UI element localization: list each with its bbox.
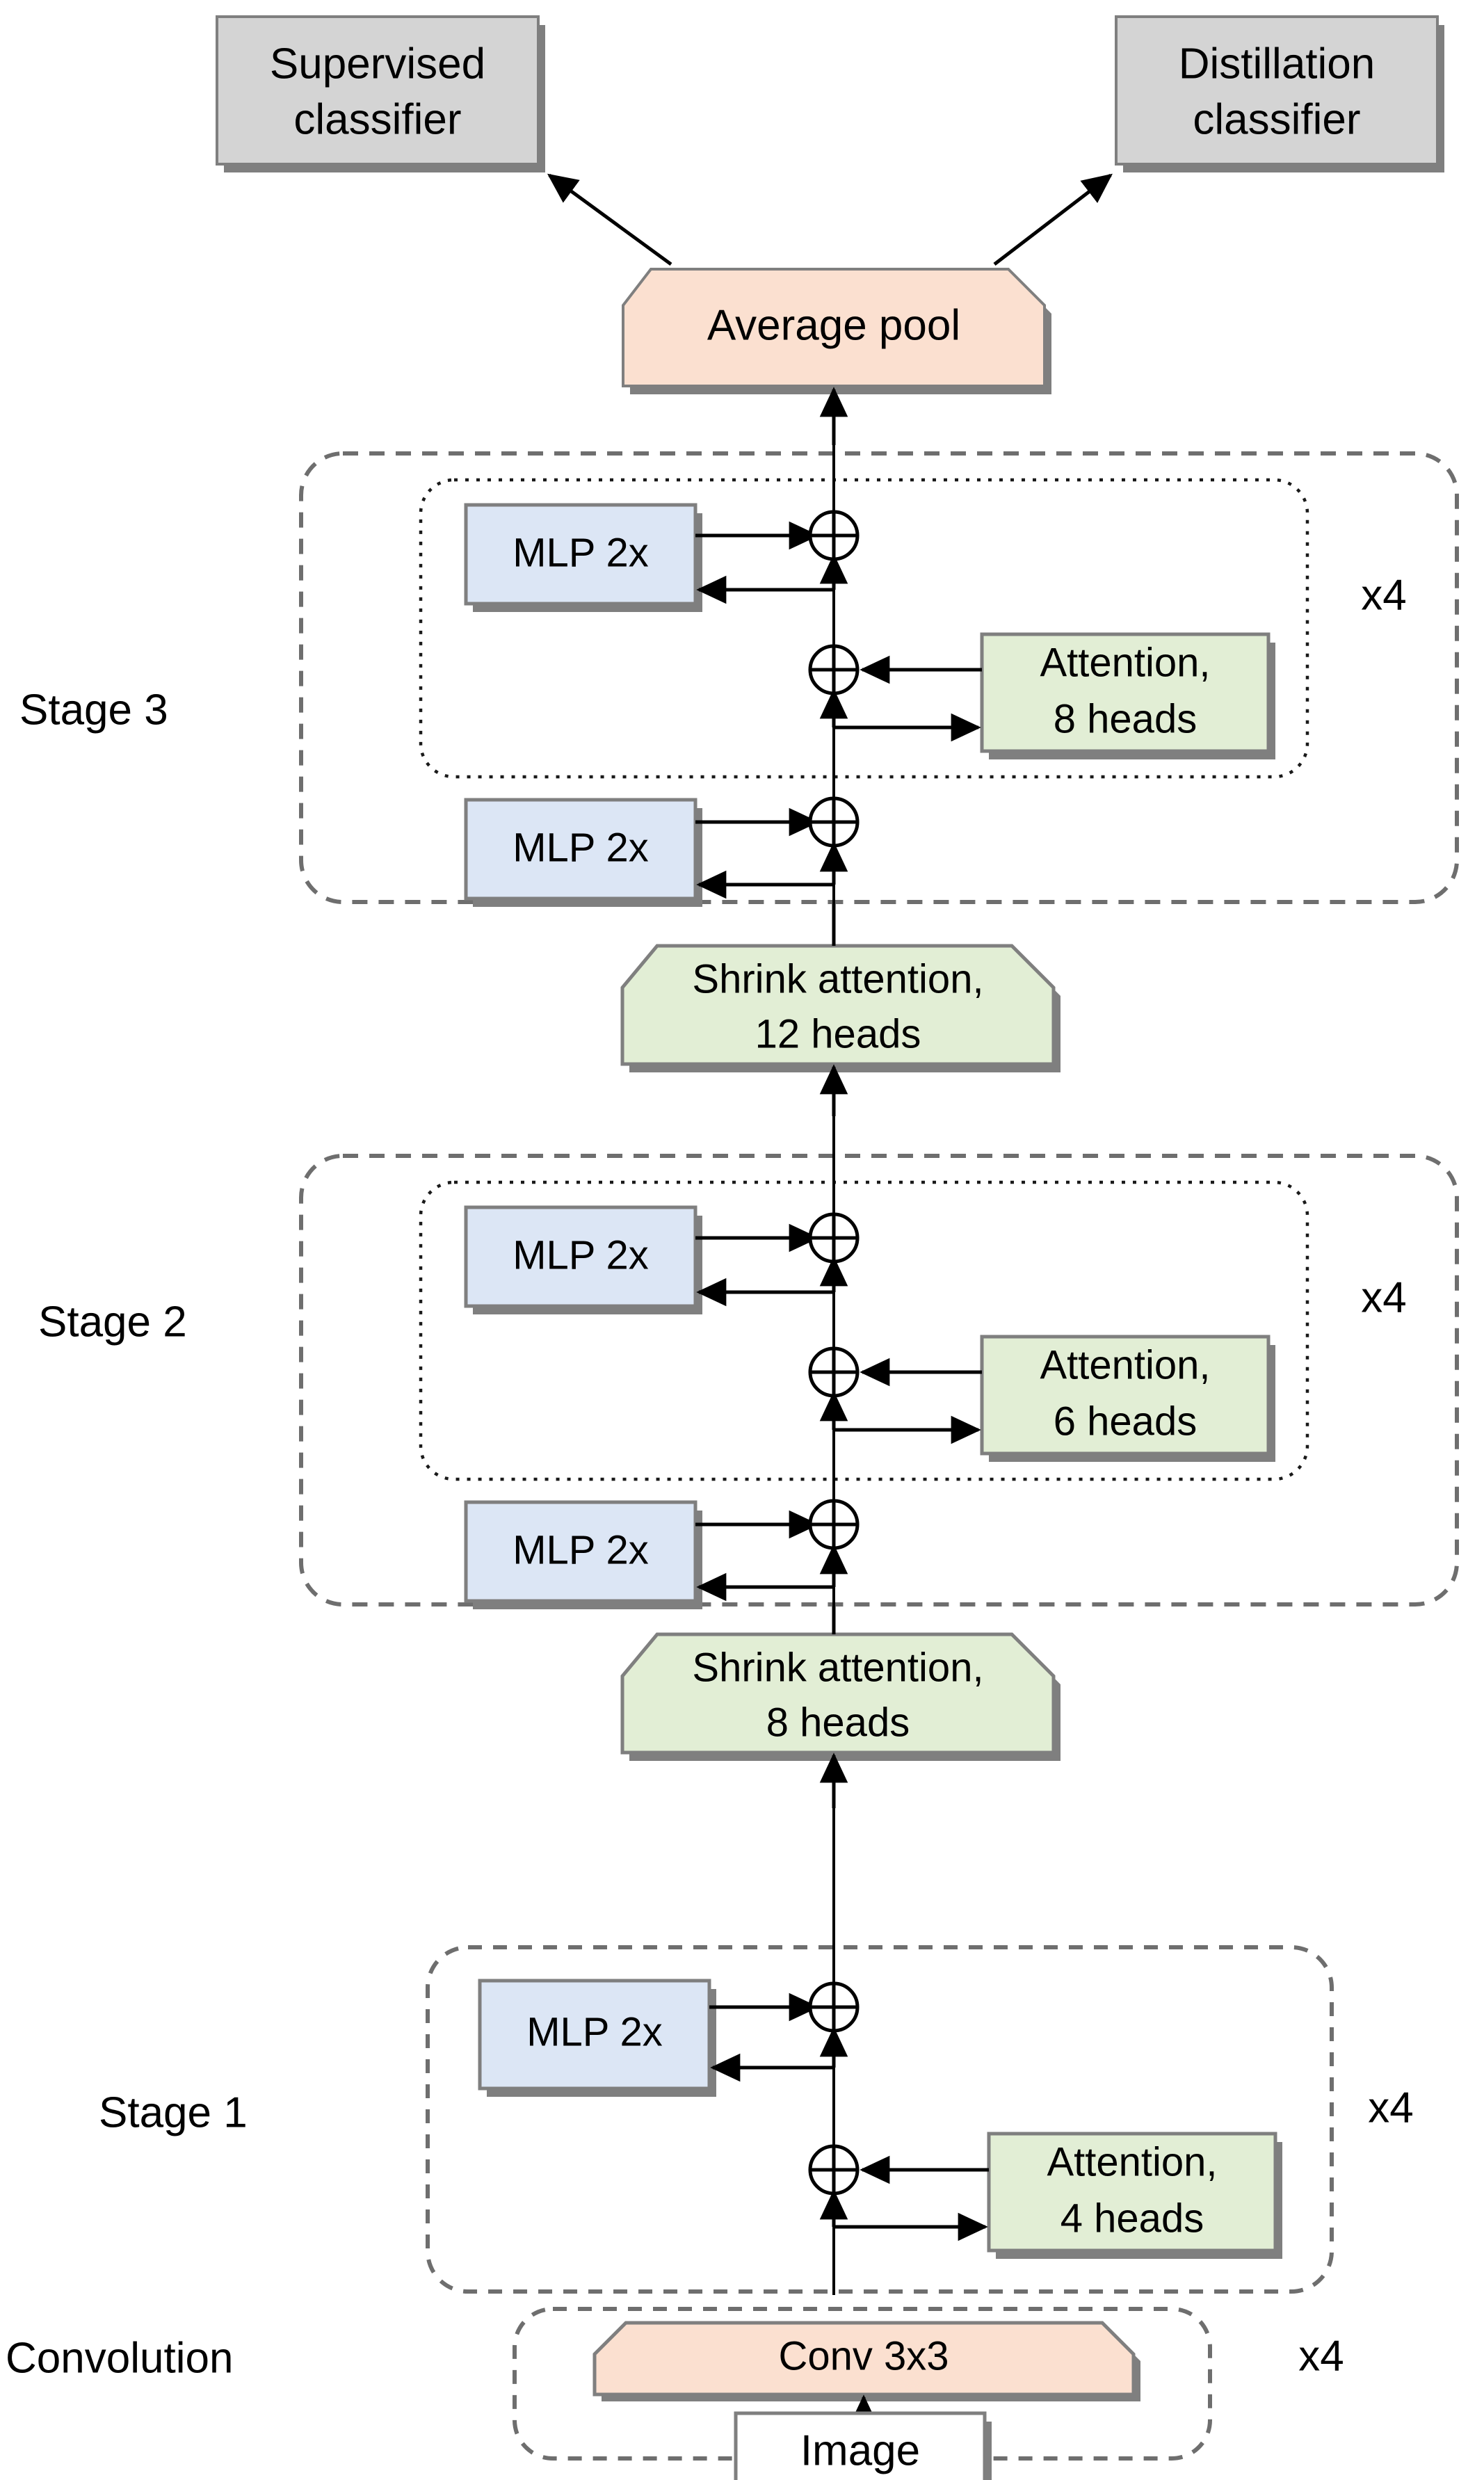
stage-1-mlp-label: MLP 2x — [526, 2009, 663, 2054]
shrink-attention-8-line2: 8 heads — [766, 1700, 910, 1745]
stage-2-attention-line1: Attention, — [1040, 1342, 1210, 1387]
stage-1-attention: Attention, 4 heads — [987, 2132, 1282, 2259]
convolution-repeat-label: x4 — [1298, 2332, 1344, 2380]
stage-1-residual-add-lower-icon — [808, 2144, 860, 2196]
stage-2-attention: Attention, 6 heads — [980, 1335, 1275, 1462]
stage-3-residual-add-lower-icon — [808, 796, 860, 848]
conv-3x3-box: Conv 3x3 — [592, 2321, 1140, 2401]
stage-3-repeat-label: x4 — [1361, 571, 1406, 619]
supervised-classifier-line1: Supervised — [270, 40, 485, 88]
stage-2-group: MLP 2x Attention, 6 heads — [299, 1116, 1459, 1609]
stage-2-residual-add-mid-icon — [808, 1346, 860, 1398]
stage-2-repeat-label: x4 — [1361, 1273, 1406, 1321]
stage-2-label: Stage 2 — [38, 1298, 187, 1346]
stage-1-repeat-label: x4 — [1368, 2084, 1413, 2132]
stage-3-residual-add-mid-icon — [808, 644, 860, 695]
stage-1-attention-line2: 4 heads — [1060, 2196, 1204, 2241]
stage-3-mlp-upper: MLP 2x — [464, 503, 702, 612]
supervised-classifier-box: Supervised classifier — [216, 15, 545, 172]
average-pool-box: Average pool — [622, 268, 1051, 394]
stage-3-mlp-upper-label: MLP 2x — [513, 530, 649, 575]
stage-2-mlp-lower-label: MLP 2x — [513, 1527, 649, 1572]
stage-1-container — [426, 1945, 1334, 2294]
stage-2-residual-add-upper-icon — [808, 1212, 860, 1264]
stage-1-label: Stage 1 — [99, 2088, 248, 2136]
image-input-box: Image — [734, 2411, 992, 2480]
stage-3-mlp-lower-label: MLP 2x — [513, 825, 649, 870]
stage-2-outer-container — [299, 1154, 1459, 1607]
supervised-classifier-line2: classifier — [293, 95, 461, 143]
distillation-classifier-box: Distillation classifier — [1115, 15, 1444, 172]
convolution-label: Convolution — [6, 2334, 233, 2382]
conv-3x3-label: Conv 3x3 — [778, 2333, 949, 2378]
arrow-to-distillation — [993, 173, 1113, 266]
stage-3-outer-container — [299, 451, 1459, 904]
stage-3-mlp-lower: MLP 2x — [464, 798, 702, 907]
stage-1-group: MLP 2x Attention, 4 heads — [426, 1808, 1414, 2295]
stage-2-mlp-upper: MLP 2x — [464, 1205, 702, 1314]
shrink-attention-8-line1: Shrink attention, — [692, 1645, 983, 1690]
arrow-to-supervised — [547, 173, 672, 266]
stage-3-residual-add-upper-icon — [808, 510, 860, 561]
stage-3-label: Stage 3 — [19, 686, 168, 734]
convolution-group: Conv 3x3 x4 — [513, 2307, 1344, 2461]
shrink-attention-12-box: Shrink attention, 12 heads — [620, 944, 1060, 1072]
stage-2-attention-line2: 6 heads — [1054, 1399, 1197, 1444]
convolution-container — [513, 2307, 1212, 2461]
stage-2-mlp-upper-label: MLP 2x — [513, 1232, 649, 1278]
distillation-classifier-line1: Distillation — [1179, 40, 1376, 88]
stage-3-attention-line2: 8 heads — [1054, 696, 1197, 741]
shrink-attention-8-box: Shrink attention, 8 heads — [620, 1632, 1060, 1761]
stage-1-attention-line1: Attention, — [1047, 2139, 1217, 2184]
stage-3-attention: Attention, 8 heads — [980, 632, 1275, 759]
stage-3-group: MLP 2x Attention, 8 heads — [299, 445, 1459, 907]
stage-2-mlp-lower: MLP 2x — [464, 1500, 702, 1609]
average-pool-label: Average pool — [707, 301, 960, 349]
stage-3-attention-line1: Attention, — [1040, 640, 1210, 685]
stage-2-residual-add-lower-icon — [808, 1499, 860, 1550]
stage-1-residual-add-upper-icon — [808, 1981, 860, 2033]
shrink-attention-12-line1: Shrink attention, — [692, 956, 983, 1001]
distillation-classifier-line2: classifier — [1193, 95, 1360, 143]
image-input-label: Image — [800, 2426, 920, 2474]
stage-1-mlp: MLP 2x — [478, 1979, 716, 2097]
shrink-attention-12-line2: 12 heads — [755, 1011, 921, 1056]
